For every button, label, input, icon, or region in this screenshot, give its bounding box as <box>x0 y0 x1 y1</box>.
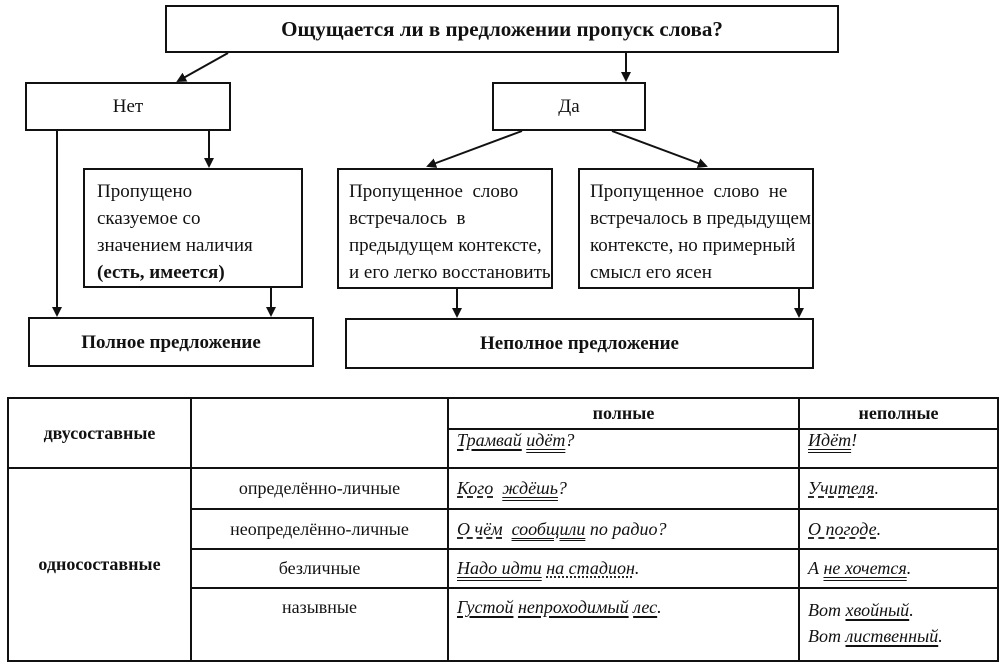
marked-word: О погоде <box>808 518 877 539</box>
plain-text: . <box>874 478 879 498</box>
plain-text: Вот <box>808 626 846 646</box>
example-incomplete: О погоде. <box>798 508 999 550</box>
marked-word: О чём <box>457 518 503 539</box>
text-line: смысл его ясен <box>590 262 712 283</box>
header-incomplete: неполные <box>798 397 999 430</box>
yes-box: Да <box>492 82 646 131</box>
arrow-yes-to-context-right <box>611 130 708 168</box>
incomplete-sentence-label: Неполное предложение <box>480 333 679 354</box>
marked-word: на стадион <box>546 558 635 578</box>
arrow-yes-to-context-left <box>426 130 523 168</box>
marked-word: сообщили <box>511 518 586 539</box>
example-full: О чём сообщили по радио? <box>447 508 800 550</box>
no-label: Нет <box>112 96 144 117</box>
text-line: предыдущем контексте, <box>349 235 542 256</box>
plain-text: ! <box>851 430 858 450</box>
marked-word: Учителя <box>808 478 875 498</box>
text-line: и его легко восстановить <box>349 262 551 283</box>
header-full: полные <box>447 397 800 430</box>
marked-word: Надо идти <box>457 558 542 578</box>
plain-text <box>503 519 512 539</box>
plain-text: ? <box>565 430 575 450</box>
marked-word: Трамвай <box>457 430 522 450</box>
marked-word: Кого <box>457 478 494 498</box>
plain-text: . <box>906 558 912 578</box>
text-line: Пропущенное слово <box>349 181 519 202</box>
plain-text: . <box>876 518 882 539</box>
header-label: неполные <box>858 403 939 423</box>
text-line: встречалось в <box>349 208 466 229</box>
marked-word: лес <box>633 597 658 617</box>
sentence-type: определённо-личные <box>190 467 449 510</box>
full-sentence-label: Полное предложение <box>81 331 261 353</box>
sentence-type: неопределённо-личные <box>190 508 449 550</box>
text-line: сказуемое со <box>97 208 201 229</box>
text-line: Пропущенное слово не <box>590 181 788 202</box>
missing-predicate-box: Пропущено сказуемое со значением наличия… <box>83 168 303 288</box>
flowchart-connectors <box>52 52 804 318</box>
sentence-type: назывные <box>190 587 449 662</box>
type-label: безличные <box>278 558 361 578</box>
marked-word: непроходимый <box>517 597 629 617</box>
plain-text <box>493 478 502 498</box>
group-label: односоставные <box>38 554 161 574</box>
example-incomplete: Идёт! <box>798 428 999 469</box>
type-label: неопределённо-личные <box>230 518 409 539</box>
text-line: Пропущено <box>97 181 193 202</box>
marked-word: Идёт <box>808 430 852 450</box>
example-incomplete: Вот хвойный.Вот лиственный. <box>798 587 999 662</box>
text-line: встречалось в предыдущем <box>590 208 812 229</box>
question-text: Ощущается ли в предложении пропуск слова… <box>281 16 723 41</box>
type-label: назывные <box>281 597 358 617</box>
arrow-question-to-no <box>176 52 229 82</box>
marked-word: хвойный <box>845 600 910 620</box>
example-full: Густой непроходимый лес. <box>447 587 800 662</box>
plain-text: А <box>808 558 824 578</box>
text-line-bold: (есть, имеется) <box>97 262 225 283</box>
plain-text: . <box>634 558 640 578</box>
example-line: Вот лиственный. <box>808 623 989 649</box>
context-seen-box: Пропущенное слово встречалось в предыдущ… <box>337 168 553 289</box>
question-box: Ощущается ли в предложении пропуск слова… <box>165 5 839 53</box>
group-two-part: двусоставные <box>7 397 192 469</box>
marked-word: Густой <box>457 597 514 617</box>
sentence-type: безличные <box>190 548 449 589</box>
text-line: значением наличия <box>97 235 253 256</box>
example-line: Вот хвойный. <box>808 597 989 623</box>
plain-text: . <box>938 626 943 646</box>
plain-text: по радио? <box>585 518 667 539</box>
example-incomplete: А не хочется. <box>798 548 999 589</box>
plain-text: Вот <box>808 600 846 620</box>
marked-word: ждёшь <box>502 478 558 498</box>
context-seen-text: Пропущенное слово встречалось в предыдущ… <box>349 178 551 286</box>
text-line: контексте, но примерный <box>590 235 796 256</box>
incomplete-sentence-box: Неполное предложение <box>345 318 814 369</box>
marked-word: лиственный <box>845 626 939 646</box>
plain-text: ? <box>557 478 567 498</box>
example-full: Надо идти на стадион. <box>447 548 800 589</box>
type-label: определённо-личные <box>238 478 401 498</box>
yes-label: Да <box>558 96 580 117</box>
header-label: полные <box>592 403 655 423</box>
plain-text: . <box>657 597 662 617</box>
plain-text: . <box>909 600 914 620</box>
context-unseen-box: Пропущенное слово не встречалось в преды… <box>578 168 814 289</box>
type-cell-empty <box>190 397 449 469</box>
marked-word: идёт <box>526 430 566 450</box>
example-incomplete: Учителя. <box>798 467 999 510</box>
group-one-part: односоставные <box>7 467 192 662</box>
missing-predicate-text: Пропущено сказуемое со значением наличия… <box>97 178 295 286</box>
full-sentence-box: Полное предложение <box>28 317 314 367</box>
example-full: Кого ждёшь? <box>447 467 800 510</box>
sentence-types-table: двусоставные полные неполные Трамвай идё… <box>7 397 999 662</box>
group-label: двусоставные <box>43 422 156 443</box>
no-box: Нет <box>25 82 231 131</box>
example-full: Трамвай идёт? <box>447 428 800 469</box>
marked-word: не хочется <box>823 558 907 578</box>
context-unseen-text: Пропущенное слово не встречалось в преды… <box>590 178 812 286</box>
